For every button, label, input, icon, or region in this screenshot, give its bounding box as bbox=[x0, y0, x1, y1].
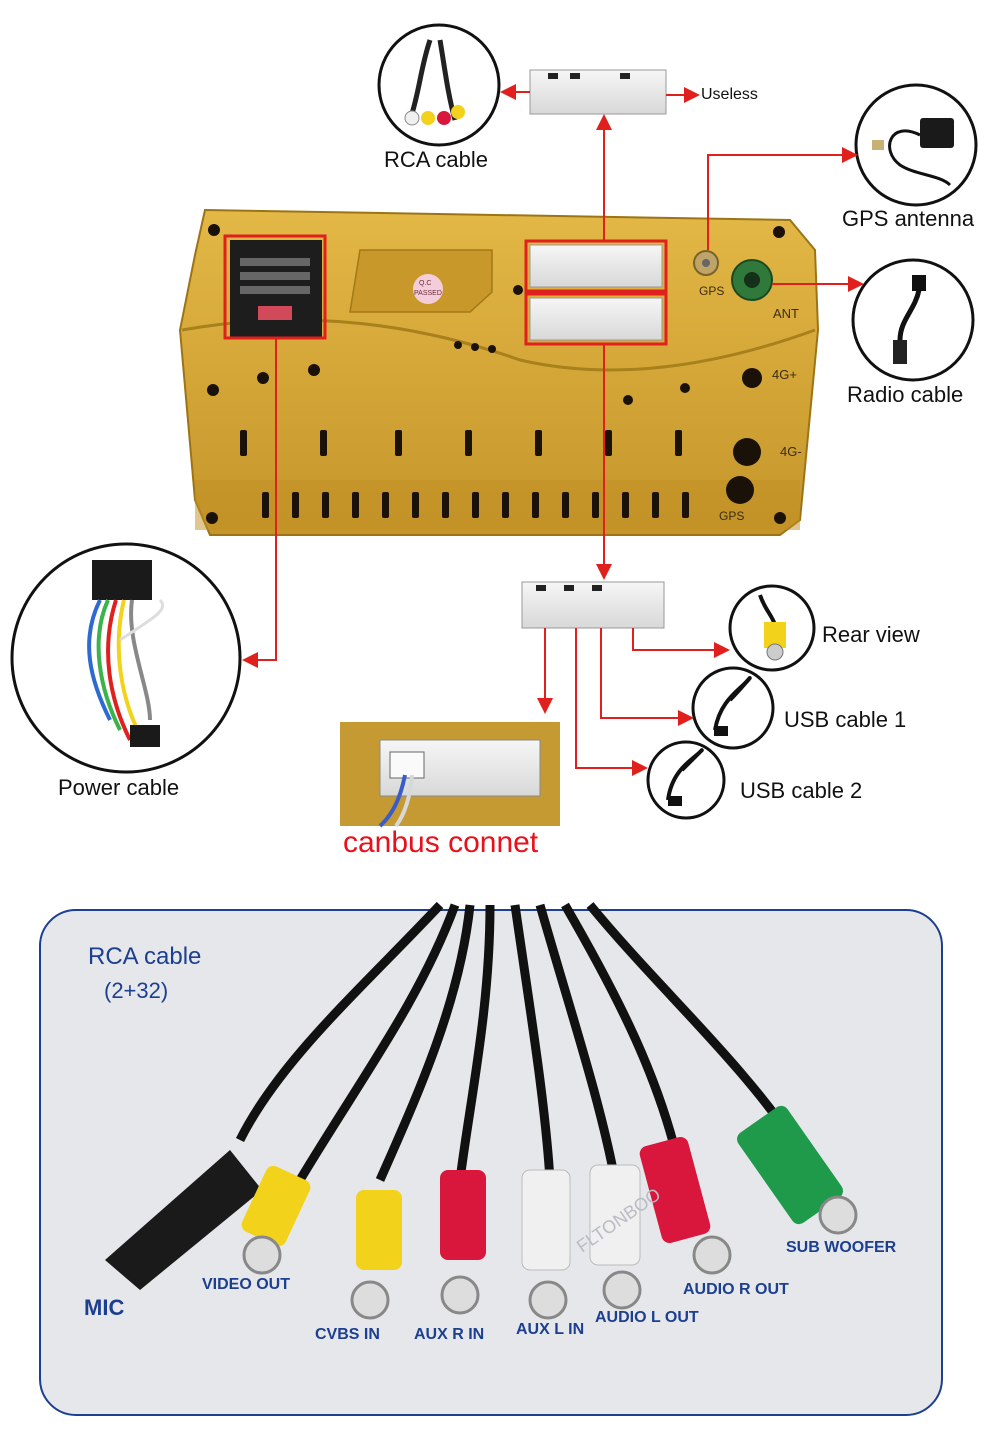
4g-plus-mark: 4G+ bbox=[772, 367, 797, 382]
rca-cable-label: RCA cable bbox=[384, 147, 488, 172]
sub-woofer-label: SUB WOOFER bbox=[786, 1239, 897, 1256]
usb-cable-1-image bbox=[691, 666, 775, 750]
ant-mark: ANT bbox=[773, 306, 799, 321]
useless-label: Useless bbox=[701, 86, 758, 103]
audio-l-out-label: AUDIO L OUT bbox=[595, 1309, 699, 1326]
usb-cable-1-label: USB cable 1 bbox=[784, 707, 907, 732]
gps-antenna-image bbox=[854, 83, 978, 207]
canbus-photo bbox=[340, 722, 560, 828]
canbus-label: canbus connet bbox=[343, 826, 539, 859]
video-out-label: VIDEO OUT bbox=[202, 1276, 291, 1293]
gps-antenna-label: GPS antenna bbox=[842, 206, 975, 231]
aux-l-in-label: AUX L IN bbox=[516, 1321, 585, 1338]
usb-cable-2-image bbox=[646, 740, 726, 820]
power-cable-label: Power cable bbox=[58, 775, 180, 800]
radio-cable-label: Radio cable bbox=[847, 382, 964, 407]
rca-cables bbox=[105, 901, 858, 1320]
power-cable-image bbox=[10, 542, 242, 774]
radio-cable-image bbox=[851, 258, 975, 382]
rca-subtitle: (2+32) bbox=[104, 978, 169, 1003]
4g-minus-mark: 4G- bbox=[780, 444, 802, 459]
rca-title: RCA cable bbox=[88, 943, 202, 970]
rear-view-image bbox=[728, 584, 816, 672]
passed-mark: PASSED bbox=[414, 290, 442, 297]
gps-mark: GPS bbox=[699, 284, 725, 298]
aux-r-in-label: AUX R IN bbox=[414, 1326, 485, 1343]
qc-mark: Q.C bbox=[419, 280, 432, 287]
head-unit bbox=[178, 208, 820, 536]
rca-cable-image bbox=[377, 23, 501, 147]
cvbs-in-label: CVBS IN bbox=[315, 1326, 380, 1343]
rear-view-label: Rear view bbox=[822, 622, 920, 647]
mic-label: MIC bbox=[84, 1295, 125, 1320]
audio-r-out-label: AUDIO R OUT bbox=[683, 1281, 789, 1298]
usb-cable-2-label: USB cable 2 bbox=[740, 778, 863, 803]
gps-mark-2: GPS bbox=[719, 509, 745, 523]
leader-lines bbox=[242, 84, 864, 776]
